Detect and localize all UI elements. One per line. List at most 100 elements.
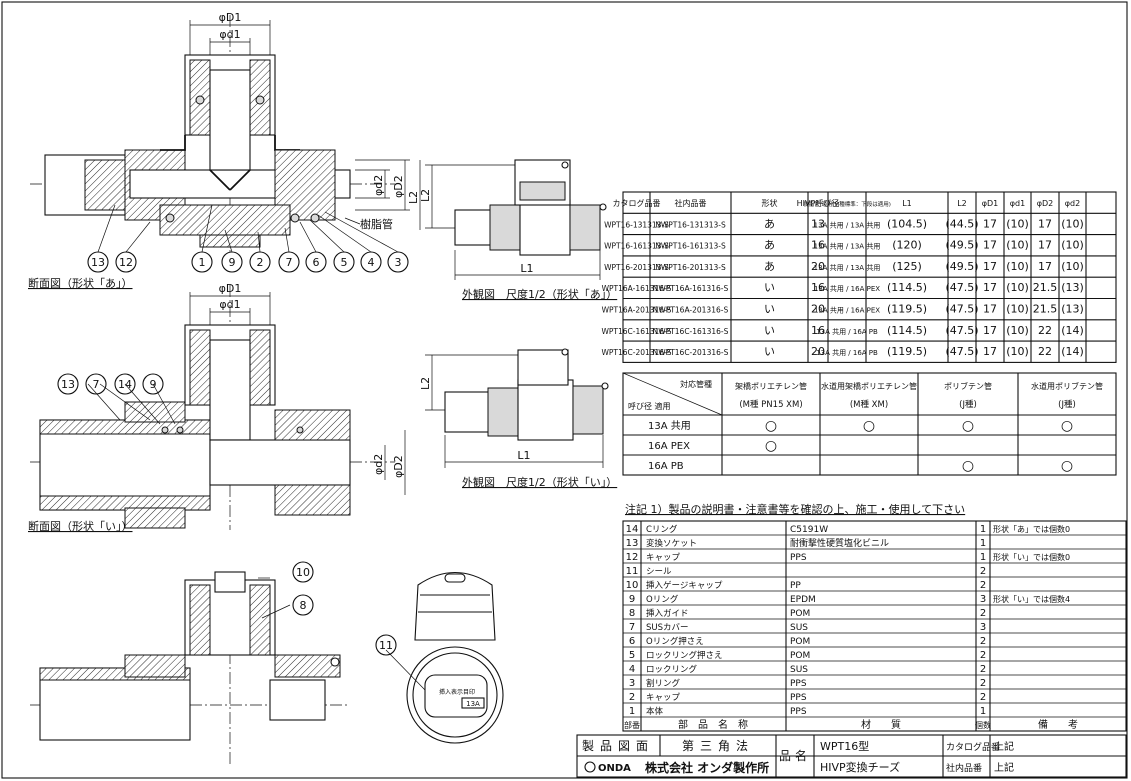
spec-cell: 17 — [983, 281, 997, 294]
spec-cell: 20 — [811, 260, 825, 273]
drawing-label: 製品図面 — [582, 739, 654, 753]
company-name: 株式会社 オンダ製作所 — [645, 760, 769, 775]
part-no-cell: 6 — [629, 636, 635, 647]
part-material-cell: PPS — [790, 707, 807, 717]
compat-header-line1: 水道用架橋ポリエチレン管 — [821, 381, 917, 391]
exterior-a-title: 外観図 尺度1/2（形状「あ」） — [462, 287, 617, 301]
part-balloon-number: 12 — [119, 256, 133, 269]
dim-d1-label: φd1 — [219, 28, 240, 41]
spec-cell: (10) — [1006, 239, 1029, 252]
spec-cell: あ — [764, 260, 775, 273]
cap-insert-mark: 挿入表示目印 — [439, 688, 475, 696]
part-balloon-number: 3 — [395, 256, 402, 269]
parts-footer-cell: 個数 — [975, 720, 991, 730]
spec-cell: (47.5) — [945, 345, 978, 358]
spec-cell: 17 — [983, 324, 997, 337]
part-balloon — [333, 251, 355, 273]
spec-cell: (104.5) — [887, 217, 927, 230]
part-material-cell: PPS — [790, 679, 807, 689]
spec-cell: (10) — [1006, 303, 1029, 316]
part-name-cell: Oリング — [646, 594, 679, 605]
compat-mark: ○ — [962, 418, 974, 434]
catalog-no-value: 上記 — [994, 740, 1014, 753]
spec-cell: 17 — [1038, 217, 1052, 230]
spec-cell: 13A 共用 / 13A 共用 — [814, 220, 881, 229]
spec-cell: 17 — [983, 303, 997, 316]
part-qty-cell: 2 — [980, 580, 986, 591]
spec-cell: (119.5) — [887, 303, 927, 316]
spec-header-cell: 形状 — [762, 198, 778, 208]
part-balloon — [375, 634, 397, 656]
spec-cell: (10) — [1006, 281, 1029, 294]
part-balloon-number: 6 — [313, 256, 320, 269]
spec-cell: 13A 共用 / 13A 共用 — [814, 242, 881, 251]
ext-a-L1: L1 — [520, 262, 533, 275]
spec-cell: (10) — [1006, 217, 1029, 230]
compat-mark: ○ — [765, 438, 777, 454]
spec-cell: (114.5) — [887, 281, 927, 294]
cap-detail-view: 挿入表示目印 13A — [385, 571, 504, 744]
spec-cell: 17 — [1038, 239, 1052, 252]
compat-mark: ○ — [863, 418, 875, 434]
part-no-cell: 5 — [629, 650, 635, 661]
spec-cell: WPT16C-201316-S — [601, 348, 671, 357]
spec-cell: 17 — [983, 345, 997, 358]
spec-cell: 16 — [811, 324, 825, 337]
part-no-cell: 13 — [626, 538, 639, 549]
spec-cell: 17 — [983, 217, 997, 230]
part-material-cell: POM — [790, 651, 810, 661]
spec-cell: (10) — [1061, 217, 1084, 230]
part-qty-cell: 3 — [980, 622, 986, 633]
part-material-cell: PP — [790, 581, 801, 591]
spec-cell: WPT16-201313-S — [604, 263, 669, 272]
catalog-no-label: カタログ品番 — [946, 741, 1000, 753]
spec-cell: (49.5) — [945, 260, 978, 273]
spec-cell: (47.5) — [945, 324, 978, 337]
brand-name: ONDA — [598, 763, 631, 774]
product-name-label: 品名 — [779, 748, 811, 763]
spec-cell: い — [764, 281, 775, 294]
spec-cell: (14) — [1061, 324, 1084, 337]
company-no-label: 社内品番 — [946, 762, 982, 774]
part-name-cell: 変換ソケット — [646, 538, 697, 549]
spec-cell: (47.5) — [945, 303, 978, 316]
part-balloon-number: 7 — [286, 256, 293, 269]
part-qty-cell: 1 — [980, 706, 986, 717]
spec-cell: (120) — [892, 239, 922, 252]
part-name-cell: キャップ — [646, 693, 681, 703]
part-qty-cell: 2 — [980, 678, 986, 689]
part-no-cell: 14 — [626, 524, 639, 535]
part-balloon-number: 9 — [229, 256, 236, 269]
ext-i-L2: L2 — [419, 377, 432, 390]
projection-method: 第三角法 — [682, 739, 754, 753]
compat-row-label: 13A 共用 — [648, 420, 691, 432]
part-no-cell: 11 — [626, 566, 639, 577]
parts-footer-cell: 備 考 — [1038, 718, 1078, 731]
spec-cell: (119.5) — [887, 345, 927, 358]
spec-cell: (10) — [1061, 239, 1084, 252]
part-no-cell: 12 — [626, 552, 639, 563]
part-name-cell: 挿入ゲージキャップ — [646, 580, 723, 591]
spec-cell: (10) — [1061, 260, 1084, 273]
part-balloon-number: 5 — [341, 256, 348, 269]
part-qty-cell: 3 — [980, 594, 986, 605]
spec-cell: (10) — [1006, 345, 1029, 358]
compat-row-label: 16A PEX — [648, 441, 690, 452]
part-no-cell: 3 — [629, 678, 635, 689]
product-name-1: WPT16型 — [820, 739, 869, 753]
spec-header-cell: φd2 — [1065, 199, 1080, 208]
part-qty-cell: 1 — [980, 538, 986, 549]
resin-pipe-label: 樹脂管 — [360, 217, 393, 231]
spec-cell: 13A 共用 / 16A PB — [816, 348, 878, 357]
part-no-cell: 4 — [629, 664, 635, 675]
part-no-cell: 2 — [629, 692, 635, 703]
dim-d2-label-i: φd2 — [372, 454, 385, 475]
spec-cell: WPT16-161313-S — [604, 242, 669, 251]
part-balloon — [278, 251, 300, 273]
parts-footer-cell: 材 質 — [861, 718, 901, 731]
spec-cell: (49.5) — [945, 239, 978, 252]
spec-cell: 17 — [983, 239, 997, 252]
